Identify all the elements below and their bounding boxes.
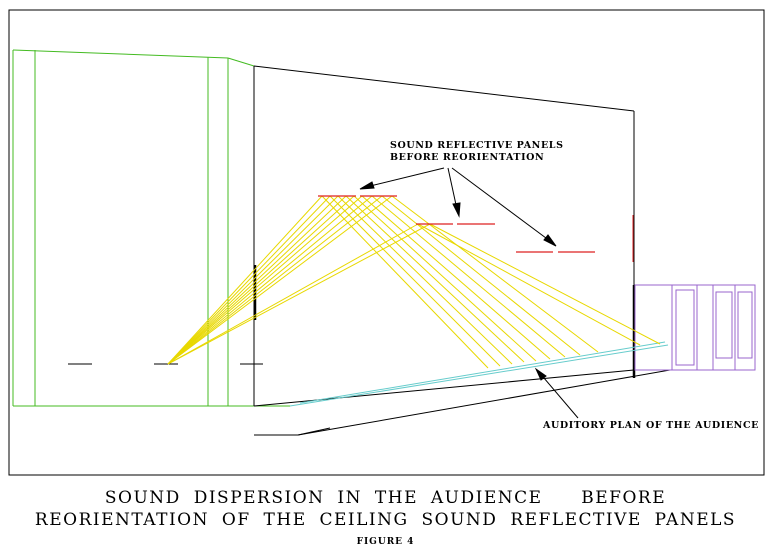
panel-leader-lines bbox=[359, 167, 557, 247]
figure-number: FIGURE 4 bbox=[356, 537, 415, 547]
panels-label-line2: BEFORE REORIENTATION bbox=[390, 152, 544, 163]
audience-label: AUDITORY PLAN OF THE AUDIENCE bbox=[542, 420, 759, 431]
control-booth bbox=[634, 284, 756, 371]
figure-caption-line2: REORIENTATION OF THE CEILING SOUND REFLE… bbox=[34, 510, 737, 530]
figure-caption-line1: SOUND DISPERSION IN THE AUDIENCE BEFORE bbox=[104, 488, 667, 508]
audience-leader-line bbox=[534, 367, 579, 419]
drawing-frame bbox=[8, 9, 765, 476]
panels-label-line1: SOUND REFLECTIVE PANELS bbox=[390, 140, 564, 151]
sound-rays bbox=[167, 195, 661, 369]
sound-reflective-panels bbox=[318, 195, 595, 253]
auditorium-hall bbox=[253, 65, 671, 436]
audience-plane bbox=[289, 341, 669, 407]
stage-house bbox=[12, 49, 290, 407]
